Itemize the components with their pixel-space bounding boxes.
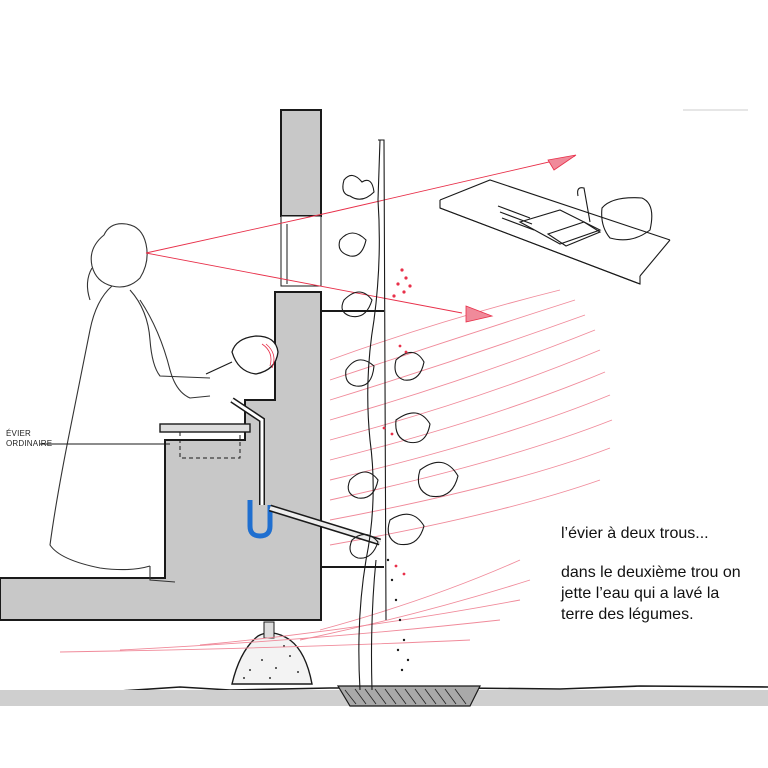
caption-line-1: dans le deuxième trou on [561,564,741,581]
sight-arrow-upper [547,154,577,171]
drain-trap-pipe [247,500,273,539]
stone-footing [231,632,313,685]
climbing-plant [338,139,459,691]
sight-lines [145,155,576,314]
footing-post [263,621,275,639]
caption-title: l’évier à deux trous... [561,525,709,542]
planting-pit [336,685,481,707]
pit-hatching [344,688,467,705]
caption-body: dans le deuxième trou on jette l’eau qui… [561,562,766,625]
kitchen-counter-sketch [439,179,671,285]
sink-label-line2: ORDINAIRE [6,439,52,448]
caption-line-3: terre des légumes. [561,606,694,623]
ordinary-sink-basin [179,432,241,459]
caption-line-2: jette l’eau qui a lavé la [561,585,720,602]
red-berries [382,268,412,576]
water-drops [386,558,410,672]
window-opening [280,215,322,287]
lower-wall [0,291,322,621]
bowl-in-hand [205,335,279,375]
ground-line [0,685,768,696]
counter-top [159,423,251,433]
person-at-sink [49,223,211,583]
upper-wall [280,109,322,217]
sight-arrow-lower [465,305,494,323]
sink-label-line1: ÉVIER [6,429,31,438]
